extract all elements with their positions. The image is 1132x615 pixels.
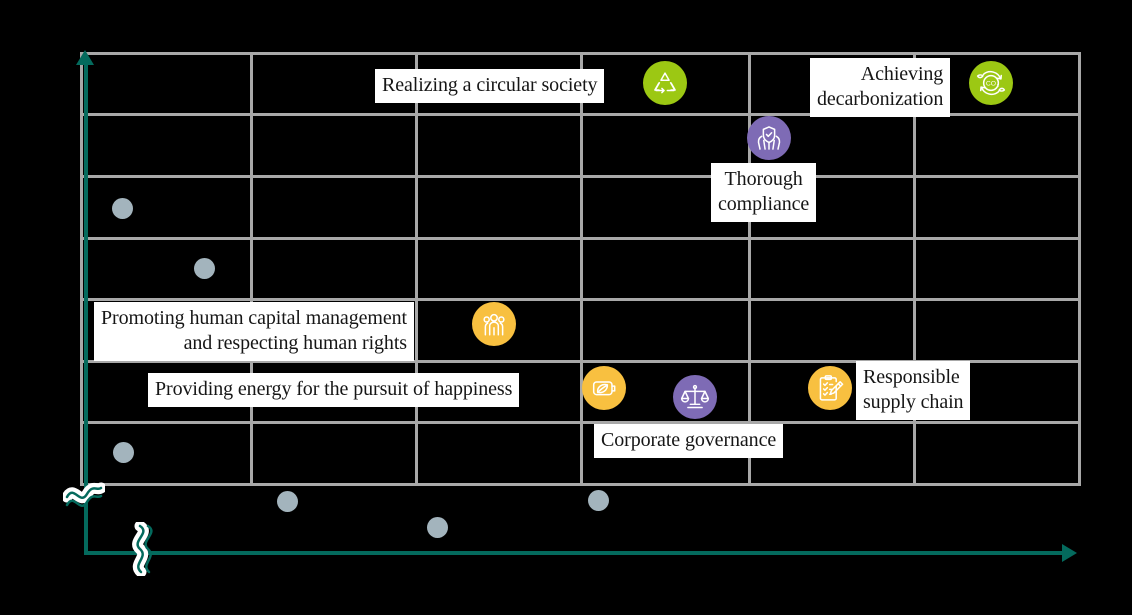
svg-text:CO: CO — [986, 80, 996, 87]
y-axis — [84, 62, 88, 553]
gridline-vertical-3 — [580, 52, 583, 486]
material-label-thorough-compliance: Thorough compliance — [711, 163, 817, 222]
x-axis — [84, 551, 1070, 555]
scatter-point — [194, 258, 215, 279]
x-axis-break-icon — [127, 520, 157, 581]
clipboard-check-pencil-icon — [808, 366, 852, 410]
material-label-corporate-governance: Corporate governance — [594, 424, 784, 458]
x-axis-arrow-icon — [1062, 544, 1077, 562]
gridline-vertical-0 — [80, 52, 83, 486]
scatter-point — [112, 198, 133, 219]
scatter-point — [277, 491, 298, 512]
scatter-point — [113, 442, 134, 463]
material-label-responsible-supply-chain: Responsible supply chain — [856, 361, 971, 420]
gridline-vertical-2 — [415, 52, 418, 486]
recycle-icon — [643, 61, 687, 105]
gridline-vertical-1 — [250, 52, 253, 486]
material-label-energy-happiness: Providing energy for the pursuit of happ… — [148, 373, 520, 407]
shield-hands-icon — [747, 116, 791, 160]
material-label-human-capital: Promoting human capital management and r… — [94, 302, 414, 361]
gridline-vertical-6 — [1078, 52, 1081, 486]
scales-icon — [673, 375, 717, 419]
material-label-decarbonization: Achieving decarbonization — [810, 58, 951, 117]
co2-cycle-icon: CO 2 — [969, 61, 1013, 105]
gridline-vertical-4 — [748, 52, 751, 486]
gridline-vertical-5 — [913, 52, 916, 486]
y-axis-arrow-icon — [76, 50, 94, 65]
scatter-point — [427, 517, 448, 538]
svg-text:2: 2 — [997, 83, 1000, 88]
battery-leaf-icon — [582, 366, 626, 410]
scatter-point — [588, 490, 609, 511]
material-label-circular-society: Realizing a circular society — [375, 69, 605, 103]
y-axis-break-icon — [61, 477, 107, 516]
people-group-icon — [472, 302, 516, 346]
